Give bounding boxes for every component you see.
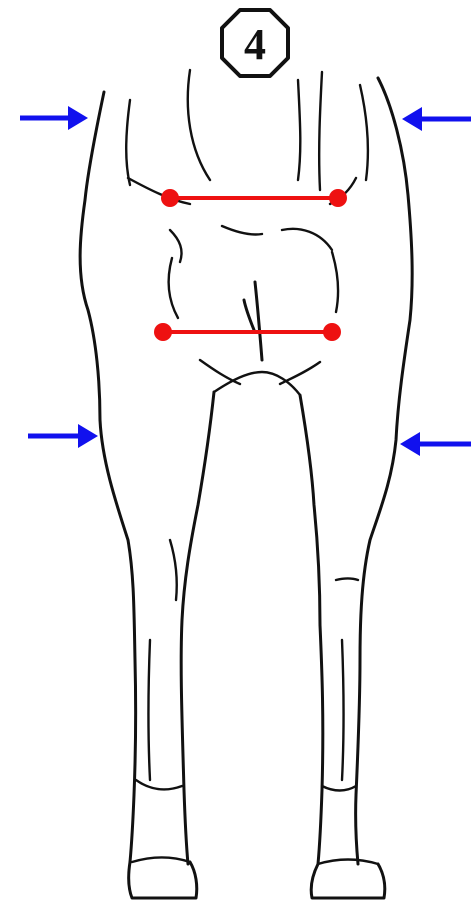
center-thigh-line-right xyxy=(282,229,332,250)
badge-number: 4 xyxy=(244,20,266,69)
lower-measure-point-right xyxy=(323,323,341,341)
arrow-upper-left xyxy=(20,106,88,130)
left-inner-leg-contour xyxy=(181,392,214,864)
croup-fold-left xyxy=(188,70,210,180)
lower-measurement-line xyxy=(154,323,341,341)
inner-leg-join xyxy=(214,372,300,395)
right-coronet xyxy=(318,860,378,865)
right-outer-contour xyxy=(356,78,413,864)
left-hock-detail xyxy=(170,540,177,600)
croup-fold-center xyxy=(298,80,300,180)
hip-curve-left xyxy=(126,100,130,185)
horse-outline xyxy=(80,70,412,898)
upper-measure-point-right xyxy=(329,189,347,207)
right-inner-leg-contour xyxy=(300,395,323,864)
arrow-upper-right xyxy=(402,107,471,131)
lower-measure-point-left xyxy=(154,323,172,341)
center-thigh-line-left xyxy=(222,226,262,235)
right-fetlock-detail xyxy=(322,786,356,791)
left-buttock-line xyxy=(128,178,190,204)
right-hoof xyxy=(311,864,385,898)
upper-measure-point-left xyxy=(161,189,179,207)
hip-curve-right xyxy=(360,85,368,180)
right-cannon-line xyxy=(342,640,344,780)
left-outer-contour xyxy=(80,92,136,862)
right-hock-detail xyxy=(336,579,358,581)
inner-thigh-shadow xyxy=(244,282,262,360)
arrow-lower-right xyxy=(400,432,471,456)
right-gaskin-line xyxy=(332,252,338,312)
left-coronet xyxy=(132,858,190,863)
arrow-lower-left xyxy=(28,424,98,448)
number-badge: 4 xyxy=(222,10,288,76)
left-gaskin-line xyxy=(169,258,178,318)
left-fetlock-detail xyxy=(136,780,182,789)
left-hoof xyxy=(129,862,197,898)
croup-fold-right xyxy=(319,72,322,190)
left-cannon-line xyxy=(149,640,151,780)
